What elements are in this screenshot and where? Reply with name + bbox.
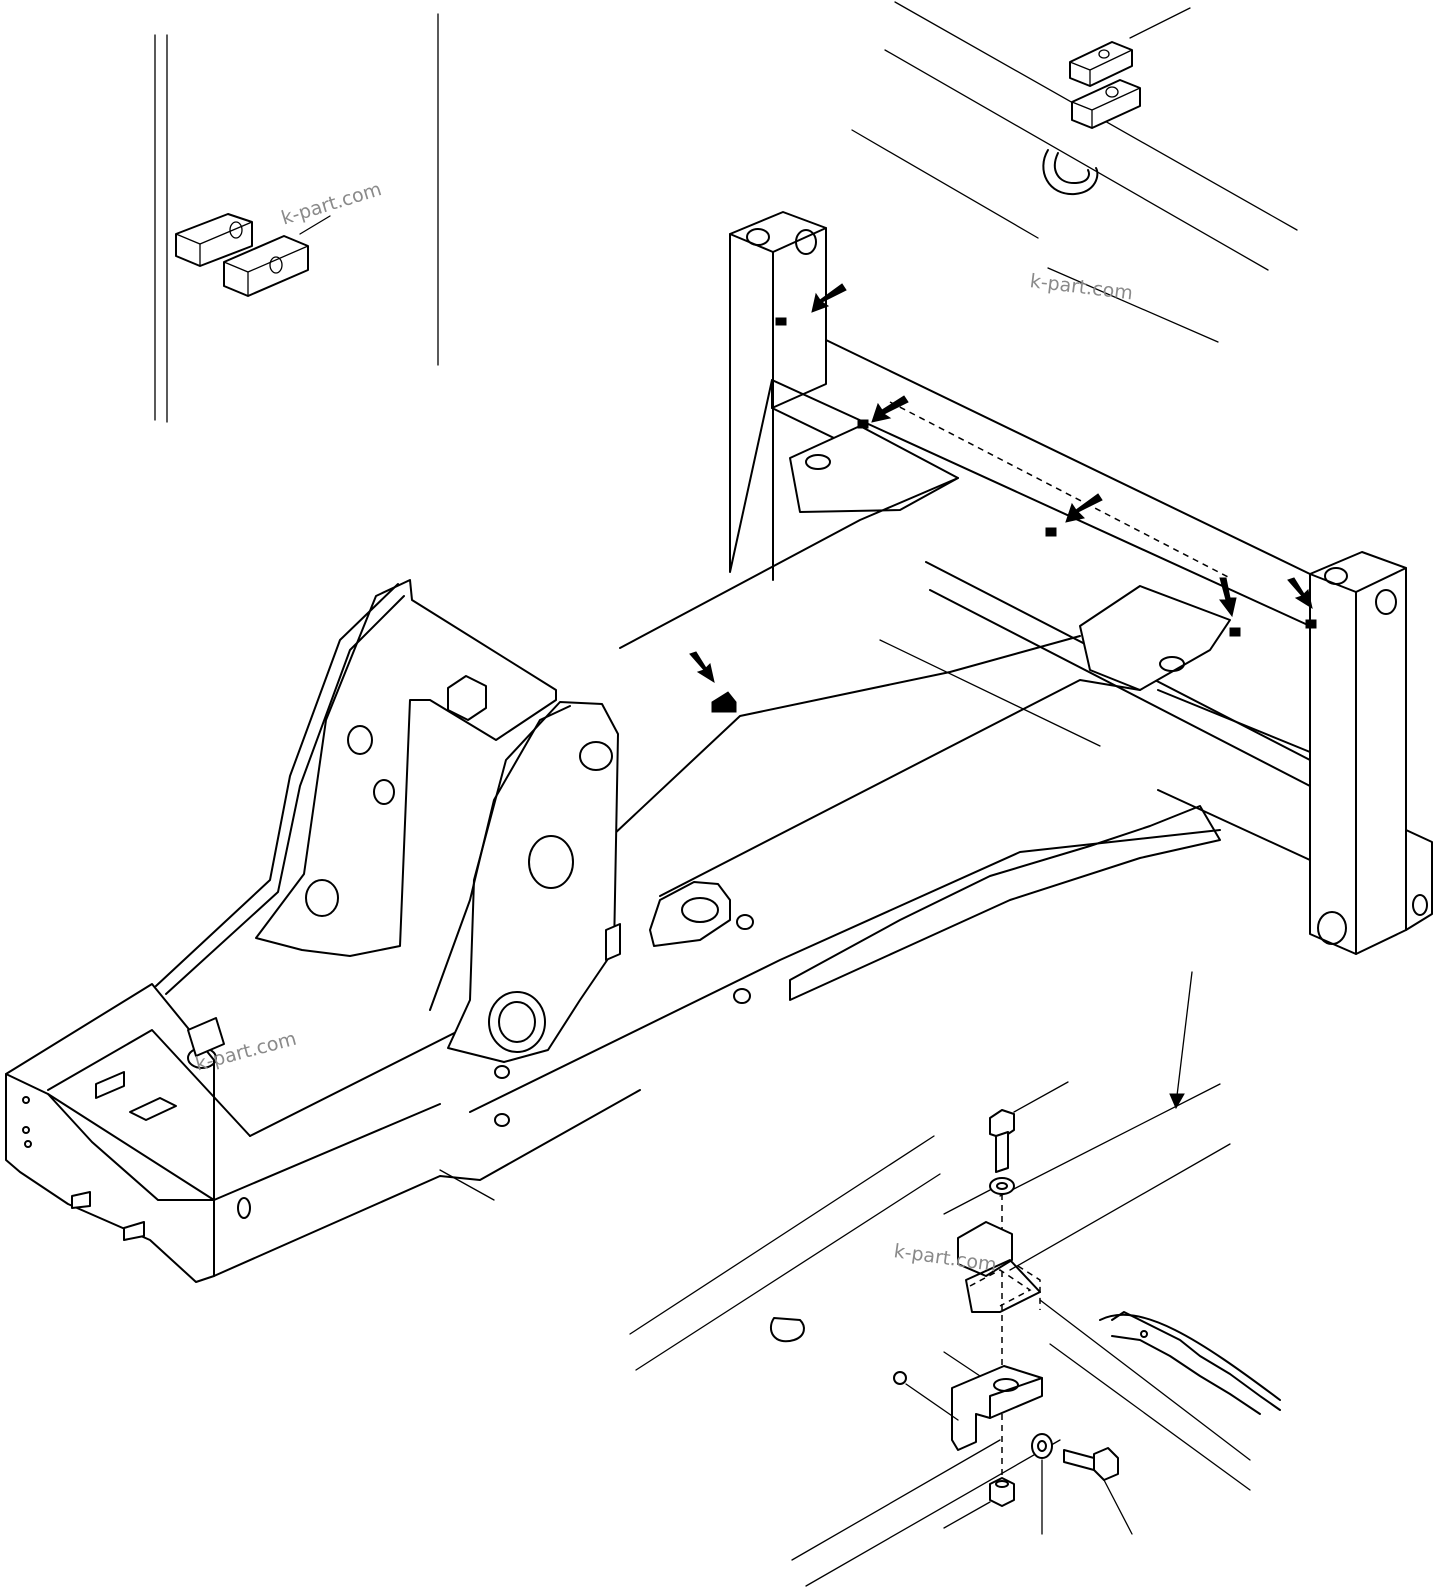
right-top-plate (1079, 585, 1231, 691)
clamp-top-icon (1069, 41, 1133, 87)
pin-slot-strip (1111, 1311, 1281, 1415)
pin-clip-icon (893, 1371, 959, 1421)
inset-top-left (154, 13, 439, 423)
arrow-icon (1219, 577, 1237, 618)
clamp-block-upper-icon (175, 213, 253, 267)
washer-top-icon (943, 1177, 1015, 1215)
right-post (1309, 551, 1433, 955)
clamp-block-lower-icon (223, 235, 309, 297)
assembly-arrows (689, 283, 1317, 713)
bolt-top-icon (989, 1081, 1069, 1173)
inset-bottom-right (629, 971, 1281, 1587)
left-top-plate (789, 425, 959, 513)
side-rails (469, 477, 1221, 1113)
bracket-icon (943, 1351, 1043, 1451)
arrow-icon (689, 651, 715, 684)
bolt-side-icon (1063, 1447, 1133, 1535)
left-post (729, 211, 827, 581)
clamp-base-icon (1071, 79, 1141, 129)
hose-loop-icon (1042, 149, 1099, 196)
arrow-icon (1287, 577, 1313, 610)
washer-bottom-icon (1031, 1433, 1053, 1535)
arrow-icon (811, 283, 847, 313)
clamp-assembly-icon (957, 1221, 1041, 1313)
main-frame (5, 211, 1433, 1283)
nut-icon (943, 1477, 1015, 1529)
arrow-icon (1065, 493, 1103, 523)
center-lug (494, 881, 754, 1127)
rear-tub (5, 983, 641, 1283)
curved-wall (155, 579, 557, 1057)
arrow-icon (871, 395, 909, 423)
hose-loop-small-icon (769, 1317, 805, 1343)
front-pillar (429, 701, 621, 1063)
inset-top-right (851, 1, 1298, 343)
